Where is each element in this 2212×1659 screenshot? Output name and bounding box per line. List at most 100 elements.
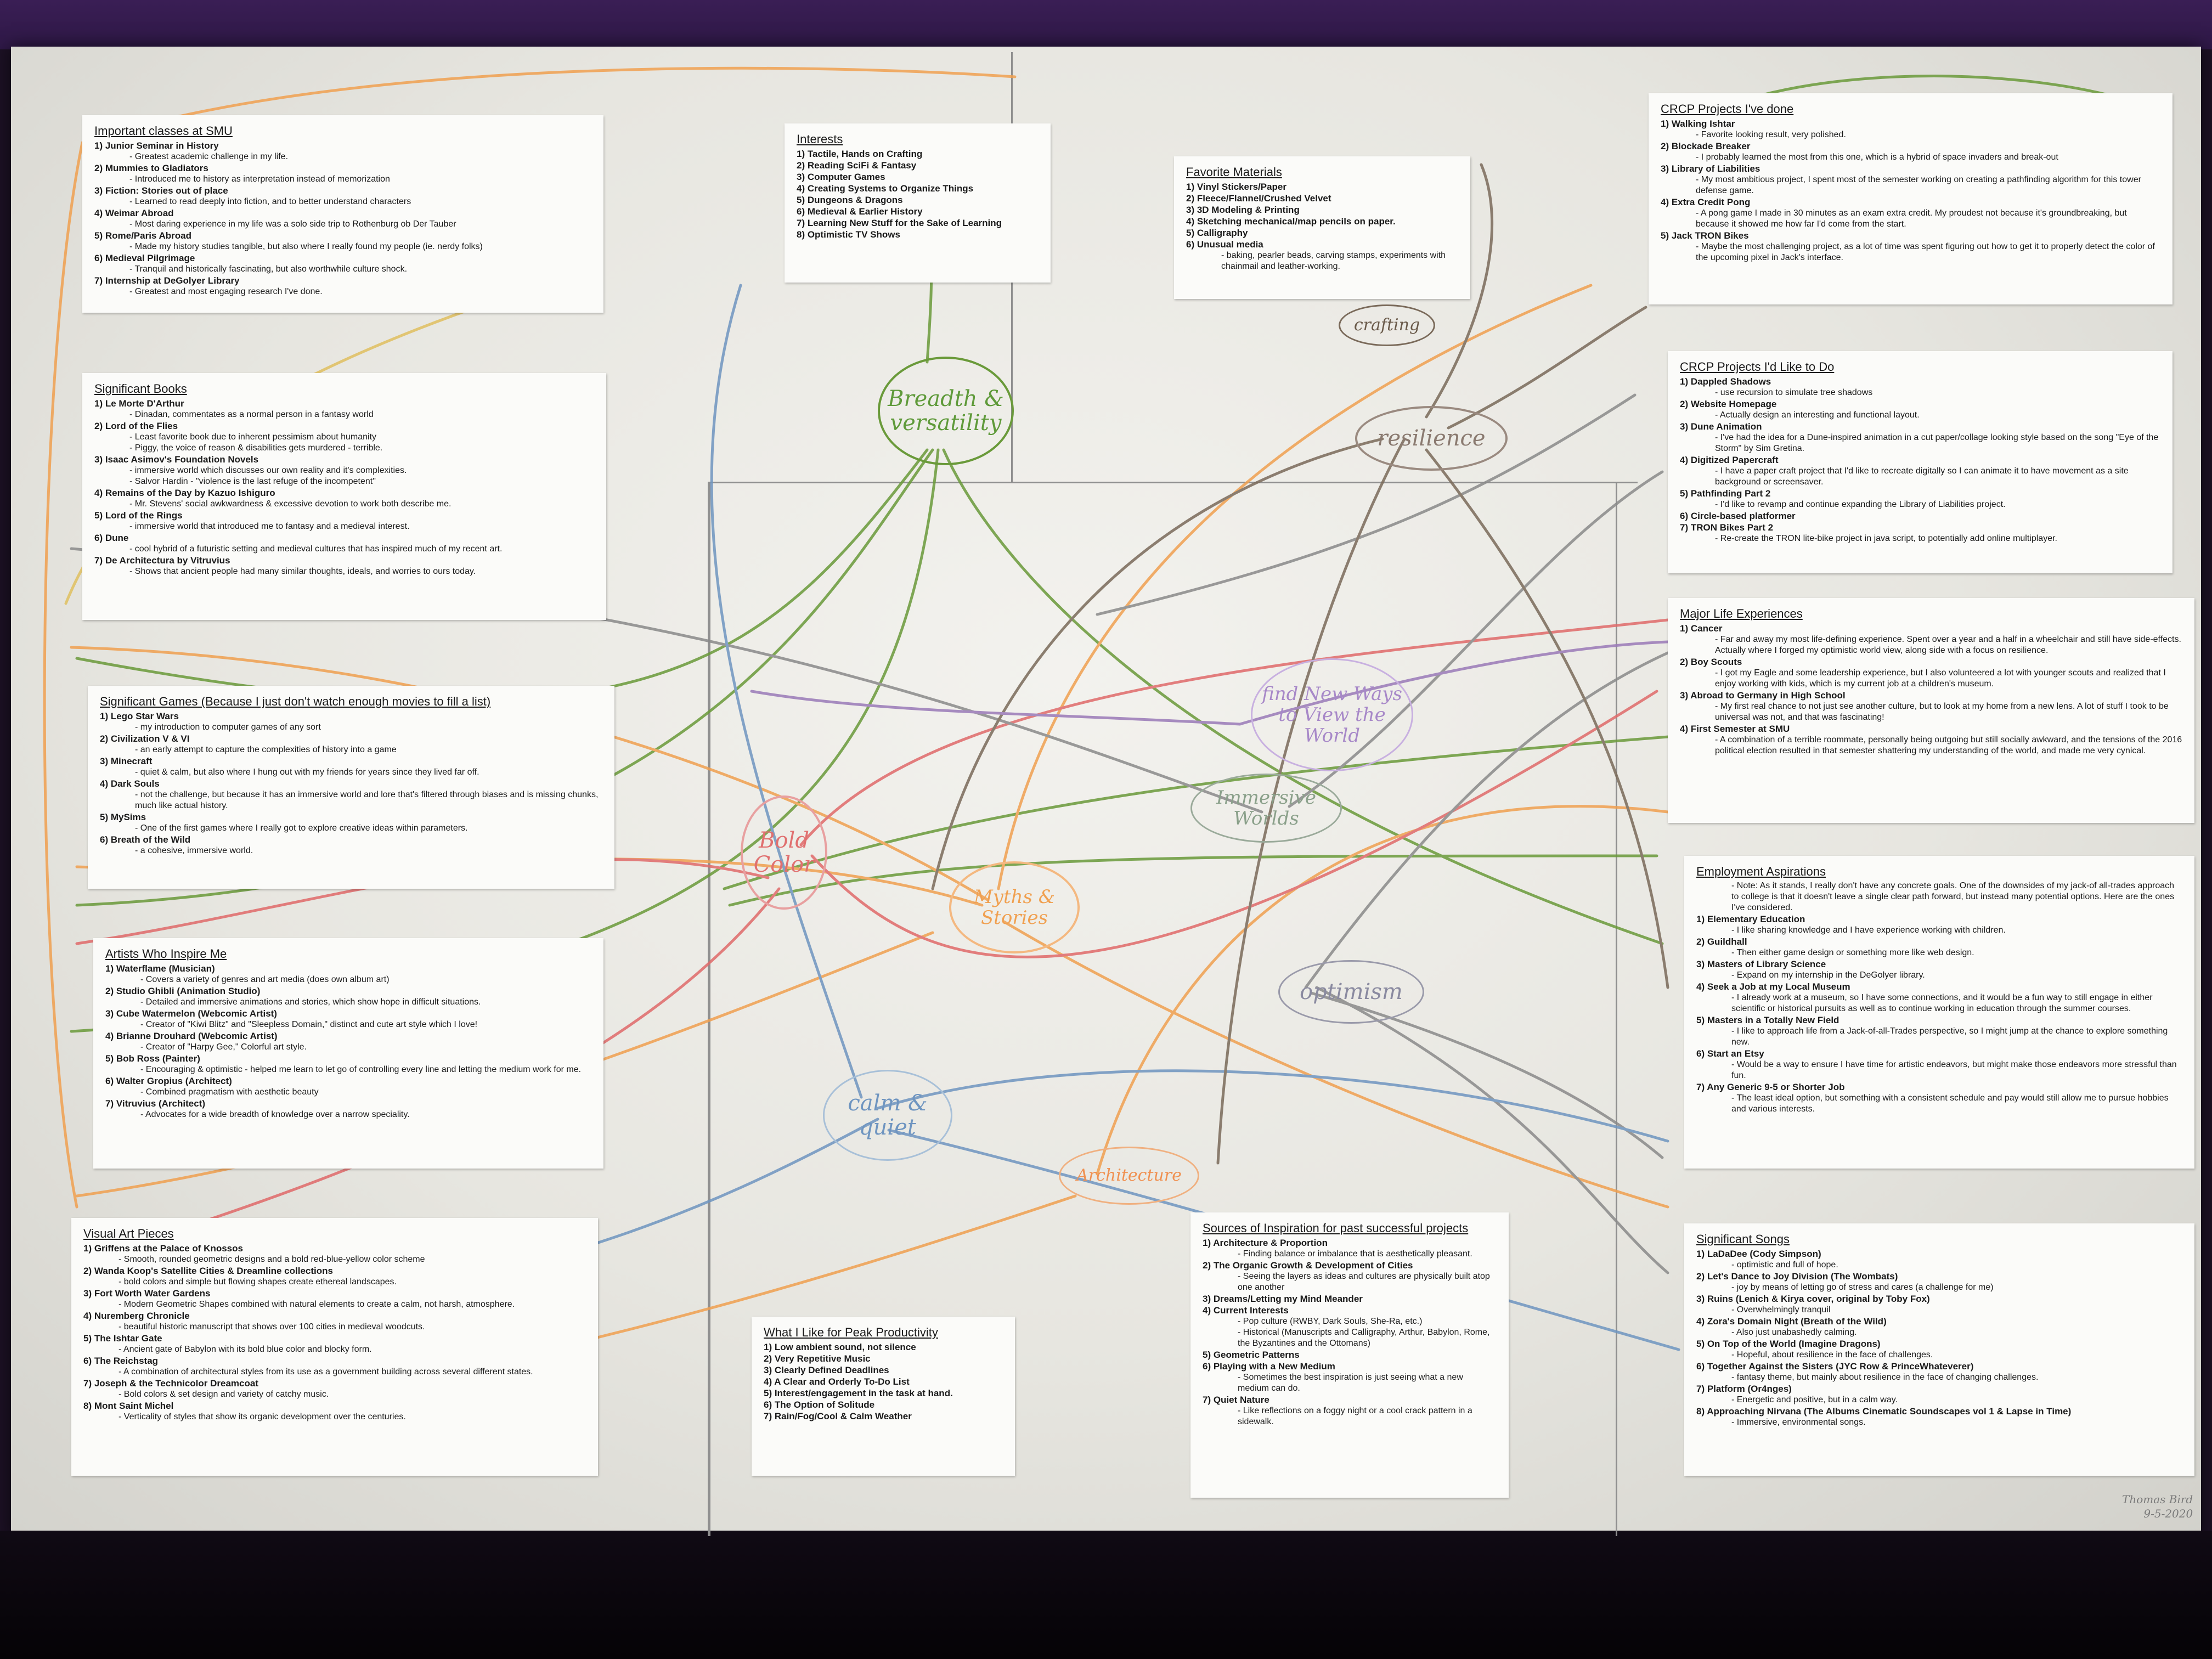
list-item: 2) Reading SciFi & Fantasy	[797, 160, 917, 171]
list-item: 6) Together Against the Sisters (JYC Row…	[1696, 1361, 2039, 1382]
list-item: 7) Joseph & the Technicolor Dreamcoat- B…	[83, 1378, 329, 1399]
games-card: Significant Games (Because I just don't …	[88, 686, 614, 889]
list-item: 8) Mont Saint Michel- Verticality of sty…	[83, 1401, 406, 1421]
books-card: Significant Books 1) Le Morte D'Arthur- …	[82, 373, 606, 620]
list-item: 3) Ruins (Lenich & Kirya cover, original…	[1696, 1294, 1930, 1314]
list-item: 2) Wanda Koop's Satellite Cities & Dream…	[83, 1266, 397, 1286]
list-item: 2) Website Homepage- Actually design an …	[1680, 399, 1920, 420]
purple-wall	[0, 0, 2212, 49]
list-item: 2) Fleece/Flannel/Crushed Velvet	[1186, 193, 1331, 204]
list-item: 6) Breath of the Wild- a cohesive, immer…	[100, 834, 253, 855]
fold-line-left	[708, 482, 710, 1536]
list-item: 3) Dreams/Letting my Mind Meander	[1203, 1294, 1363, 1304]
classes-card: Important classes at SMU 1) Junior Semin…	[82, 115, 603, 313]
songs-card: Significant Songs 1) LaDaDee (Cody Simps…	[1684, 1223, 2194, 1476]
list-item: 1) Cancer- Far and away my most life-def…	[1680, 623, 2181, 655]
list-item: 1) Lego Star Wars- my introduction to co…	[100, 711, 321, 732]
sources-title: Sources of Inspiration for past successf…	[1203, 1221, 1469, 1235]
list-item: 4) Seek a Job at my Local Museum- I alre…	[1696, 981, 2153, 1013]
list-item: 6) Start an Etsy- Would be a way to ensu…	[1696, 1048, 2177, 1080]
bubble-architecture: Architecture	[1059, 1147, 1199, 1205]
list-item: 4) Creating Systems to Organize Things	[797, 183, 974, 194]
list-item: 2) Civilization V & VI- an early attempt…	[100, 733, 397, 754]
fold-line-right	[1616, 482, 1617, 1536]
list-item: 5) Bob Ross (Painter)- Encouraging & opt…	[105, 1053, 582, 1074]
list-item: 7) TRON Bikes Part 2- Re-create the TRON…	[1680, 522, 2057, 543]
materials-title: Favorite Materials	[1186, 165, 1282, 179]
list-item: 3) Library of Liabilities- My most ambit…	[1661, 163, 2141, 195]
materials-card: Favorite Materials 1) Vinyl Stickers/Pap…	[1174, 156, 1470, 299]
list-item: 2) Blockade Breaker- I probably learned …	[1661, 141, 2058, 162]
bubble-calm: calm & quiet	[823, 1070, 952, 1161]
crcp-done-card: CRCP Projects I've done 1) Walking Ishta…	[1649, 93, 2172, 304]
list-item: 3) Minecraft- quiet & calm, but also whe…	[100, 756, 479, 777]
crcp-done-title: CRCP Projects I've done	[1661, 102, 1794, 116]
list-item: 4) A Clear and Orderly To-Do List	[764, 1376, 910, 1387]
list-item: 2) Very Repetitive Music	[764, 1353, 871, 1364]
employment-intro: - Note: As it stands, I really don't hav…	[1731, 881, 2175, 912]
list-item: 5) The Ishtar Gate- Ancient gate of Baby…	[83, 1333, 372, 1354]
list-item: 3) Cube Watermelon (Webcomic Artist)- Cr…	[105, 1008, 478, 1029]
life-experiences-card: Major Life Experiences 1) Cancer- Far an…	[1668, 598, 2194, 823]
productivity-card: What I Like for Peak Productivity 1) Low…	[752, 1317, 1015, 1476]
crcp-todo-card: CRCP Projects I'd Like to Do 1) Dappled …	[1668, 351, 2172, 573]
list-item: 1) Architecture & Proportion- Finding ba…	[1203, 1238, 1472, 1259]
bubble-new-ways: find New Ways to View the World	[1251, 658, 1413, 771]
list-item: 3) Abroad to Germany in High School- My …	[1680, 690, 2169, 722]
books-title: Significant Books	[94, 382, 187, 396]
interests-card: Interests 1) Tactile, Hands on Crafting …	[785, 123, 1051, 283]
list-item: 7) Any Generic 9-5 or Shorter Job- The l…	[1696, 1082, 2169, 1114]
list-item: 3) Masters of Library Science- Expand on…	[1696, 959, 1925, 980]
list-item: 5) Dungeons & Dragons	[797, 195, 903, 205]
list-item: 2) Boy Scouts- I got my Eagle and some l…	[1680, 657, 2166, 689]
bubble-optimism: optimism	[1278, 960, 1424, 1024]
list-item: 5) Jack TRON Bikes- Maybe the most chall…	[1661, 230, 2155, 262]
list-item: 1) Griffens at the Palace of Knossos- Sm…	[83, 1243, 425, 1264]
list-item: 3) Computer Games	[797, 172, 885, 182]
list-item: 7) Rain/Fog/Cool & Calm Weather	[764, 1411, 912, 1421]
interests-title: Interests	[797, 132, 843, 146]
list-item: 8) Optimistic TV Shows	[797, 229, 900, 240]
list-item: 6) Playing with a New Medium- Sometimes …	[1203, 1361, 1463, 1393]
list-item: 3) Clearly Defined Deadlines	[764, 1365, 889, 1375]
list-item: 2) Guildhall- Then either game design or…	[1696, 936, 1974, 957]
list-item: 5) Pathfinding Part 2- I'd like to revam…	[1680, 488, 2006, 509]
artists-title: Artists Who Inspire Me	[105, 947, 227, 961]
list-item: 6) Medieval & Earlier History	[797, 206, 923, 217]
signature-date: 9-5-2020	[2143, 1507, 2193, 1520]
employment-card: Employment Aspirations - Note: As it sta…	[1684, 856, 2194, 1169]
list-item: 4) Current Interests- Pop culture (RWBY,…	[1203, 1305, 1490, 1348]
list-item: 4) Digitized Papercraft- I have a paper …	[1680, 455, 2129, 487]
productivity-title: What I Like for Peak Productivity	[764, 1325, 938, 1339]
bubble-myths: Myths & Stories	[949, 861, 1080, 953]
list-item: 4) Extra Credit Pong- A pong game I made…	[1661, 197, 2127, 229]
visual-art-title: Visual Art Pieces	[83, 1227, 174, 1240]
classes-title: Important classes at SMU	[94, 124, 233, 138]
list-item: 4) Remains of the Day by Kazuo Ishiguro-…	[94, 488, 452, 509]
list-item: 4) Weimar Abroad- Most daring experience…	[94, 208, 456, 229]
list-item: 2) Let's Dance to Joy Division (The Womb…	[1696, 1271, 1994, 1292]
list-item: 1) Low ambient sound, not silence	[764, 1342, 916, 1352]
list-item: 1) Waterflame (Musician)- Covers a varie…	[105, 963, 390, 984]
songs-title: Significant Songs	[1696, 1232, 1790, 1246]
visual-art-card: Visual Art Pieces 1) Griffens at the Pal…	[71, 1218, 598, 1476]
bubble-bold-color: Bold Color	[741, 795, 827, 910]
list-item: 5) MySims- One of the first games where …	[100, 812, 468, 833]
fold-line-top	[710, 482, 1638, 483]
signature: Thomas Bird 9-5-2020	[2122, 1492, 2193, 1521]
artists-card: Artists Who Inspire Me 1) Waterflame (Mu…	[93, 938, 603, 1169]
list-item: 3) Fiction: Stories out of place- Learne…	[94, 185, 411, 206]
bubble-immersive: Immersive Worlds	[1190, 774, 1342, 843]
list-item: 6) The Option of Solitude	[764, 1400, 875, 1410]
list-item: 7) Platform (Or4nges)- Energetic and pos…	[1696, 1384, 1898, 1404]
list-item: 1) Tactile, Hands on Crafting	[797, 149, 923, 159]
list-item: 2) Studio Ghibli (Animation Studio)- Det…	[105, 986, 481, 1007]
list-item: 1) Elementary Education- I like sharing …	[1696, 914, 2006, 935]
list-item: 3) Isaac Asimov's Foundation Novels- imm…	[94, 454, 407, 486]
list-item: 2) The Organic Growth & Development of C…	[1203, 1260, 1490, 1292]
list-item: 1) Junior Seminar in History- Greatest a…	[94, 140, 289, 161]
list-item: 6) Unusual media- baking, pearler beads,…	[1186, 239, 1446, 271]
list-item: 7) Learning New Stuff for the Sake of Le…	[797, 218, 1002, 228]
list-item: 4) Nuremberg Chronicle- beautiful histor…	[83, 1311, 425, 1331]
list-item: 5) Geometric Patterns	[1203, 1350, 1300, 1360]
